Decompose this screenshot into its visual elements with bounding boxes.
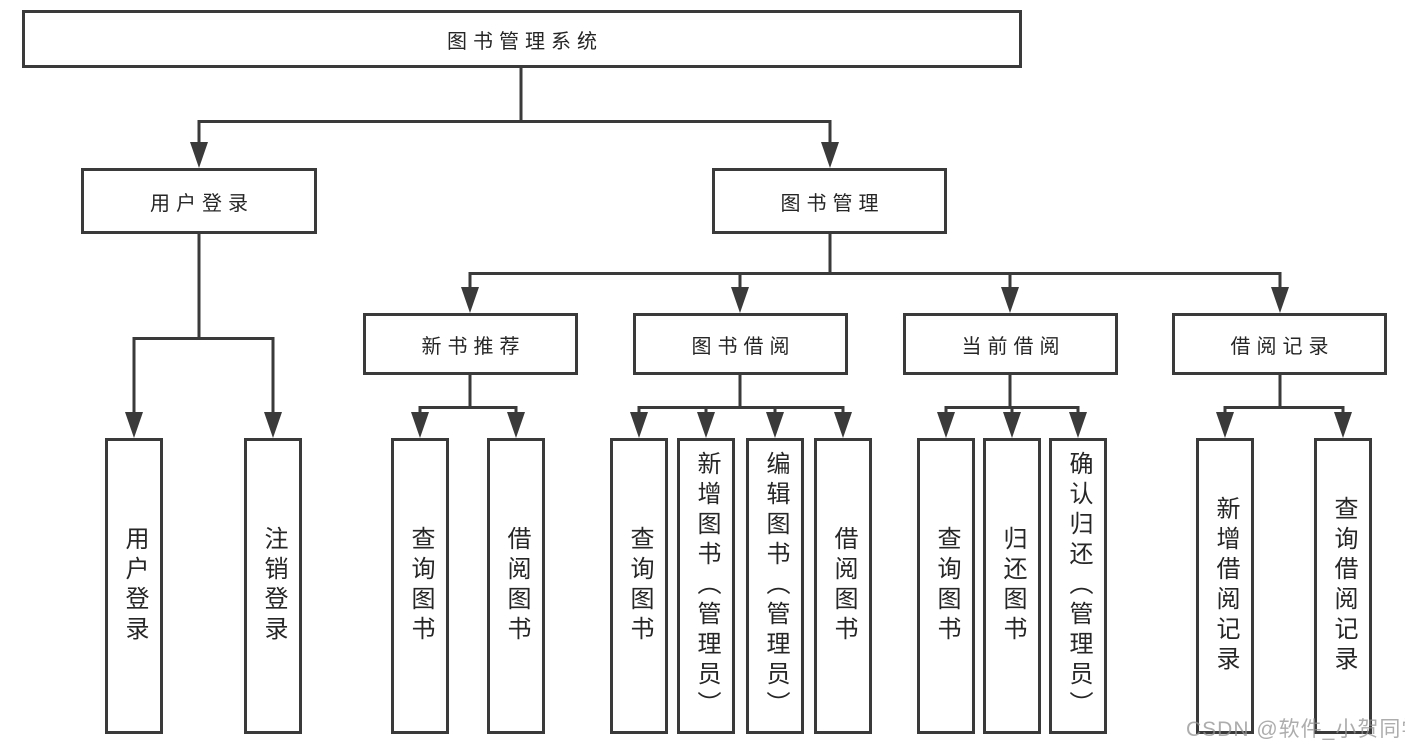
leaf-label: 新增图书（管理员） <box>693 451 720 721</box>
node-label: 图书管理 <box>780 192 885 215</box>
node-book-borrow: 图书借阅 <box>633 313 848 375</box>
leaf-query-borrow-record: 查询借阅记录 <box>1314 438 1372 734</box>
leaf-label: 归还图书 <box>999 526 1026 646</box>
leaf-confirm-return-admin: 确认归还（管理员） <box>1049 438 1107 734</box>
node-label: 借阅记录 <box>1230 335 1335 358</box>
leaf-label: 注销登录 <box>260 526 287 646</box>
leaf-query-books-current: 查询图书 <box>917 438 975 734</box>
leaf-user-login: 用户登录 <box>105 438 163 734</box>
leaf-label: 查询图书 <box>933 526 960 646</box>
node-borrow-records: 借阅记录 <box>1172 313 1387 375</box>
node-label: 图书管理系统 <box>447 30 603 53</box>
leaf-label: 查询图书 <box>407 526 434 646</box>
leaf-label: 借阅图书 <box>830 526 857 646</box>
arrowheads <box>125 142 1352 438</box>
node-label: 新书推荐 <box>421 335 526 358</box>
leaf-query-books-borrow: 查询图书 <box>610 438 668 734</box>
leaf-add-book-admin: 新增图书（管理员） <box>677 438 735 734</box>
leaf-add-borrow-record: 新增借阅记录 <box>1196 438 1254 734</box>
leaf-label: 新增借阅记录 <box>1212 496 1239 676</box>
leaf-label: 编辑图书（管理员） <box>762 451 789 721</box>
leaf-label: 查询借阅记录 <box>1330 496 1357 676</box>
leaf-borrow-books-recommend: 借阅图书 <box>487 438 545 734</box>
leaf-label: 确认归还（管理员） <box>1065 451 1092 721</box>
node-label: 当前借阅 <box>961 335 1066 358</box>
node-user-login: 用户登录 <box>81 168 317 234</box>
node-label: 用户登录 <box>150 192 254 215</box>
node-library-system: 图书管理系统 <box>22 10 1022 68</box>
node-new-book-recommend: 新书推荐 <box>363 313 578 375</box>
node-current-borrow: 当前借阅 <box>903 313 1118 375</box>
leaf-return-book: 归还图书 <box>983 438 1041 734</box>
leaf-query-books-recommend: 查询图书 <box>391 438 449 734</box>
leaf-label: 借阅图书 <box>503 526 530 646</box>
csdn-watermark: CSDN @软件_小贺同学 <box>1186 718 1405 741</box>
leaf-edit-book-admin: 编辑图书（管理员） <box>746 438 804 734</box>
leaf-label: 用户登录 <box>121 526 148 646</box>
node-label: 图书借阅 <box>691 335 796 358</box>
leaf-borrow-books: 借阅图书 <box>814 438 872 734</box>
leaf-logout: 注销登录 <box>244 438 302 734</box>
leaf-label: 查询图书 <box>626 526 653 646</box>
node-book-management: 图书管理 <box>712 168 947 234</box>
